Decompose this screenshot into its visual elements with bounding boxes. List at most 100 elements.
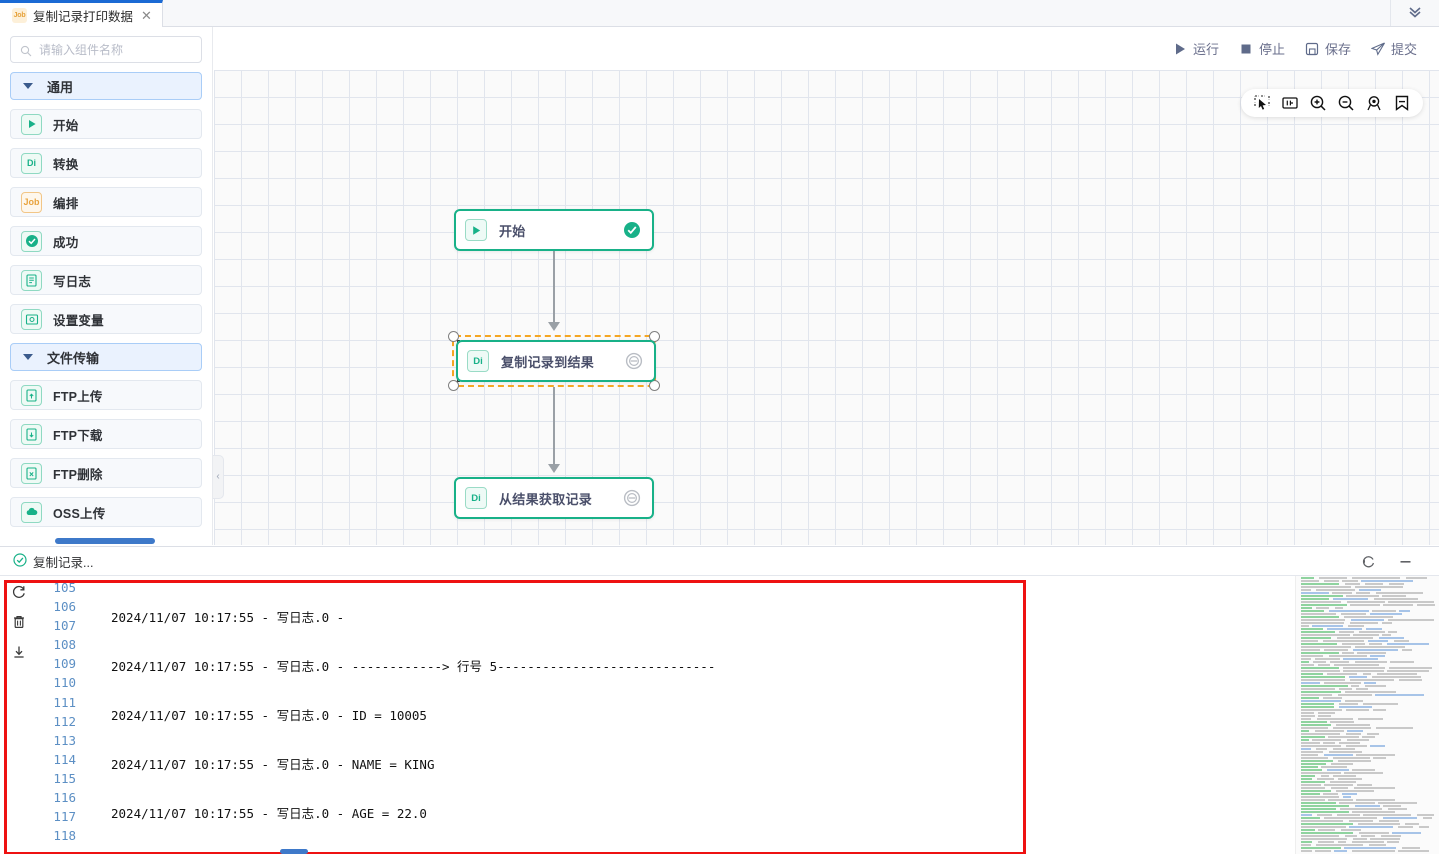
locate-icon[interactable] — [1365, 94, 1383, 112]
caret-down-icon — [23, 83, 33, 89]
minimap-row — [1301, 652, 1439, 654]
log-minimap[interactable] — [1295, 576, 1439, 854]
component-item-ftp-upload[interactable]: FTP上传 — [10, 380, 202, 410]
group-header-general[interactable]: 通用 — [10, 72, 202, 100]
tab-job-copy-record[interactable]: Job 复制记录打印数据 ✕ — [0, 0, 163, 27]
refresh-icon[interactable] — [11, 584, 27, 600]
flow-node-copy-record-to-result[interactable]: Di 复制记录到结果 — [456, 340, 656, 382]
zoom-in-icon[interactable] — [1309, 94, 1327, 112]
variable-icon — [21, 308, 42, 330]
minimap-row — [1301, 577, 1439, 579]
minimap-row — [1301, 766, 1439, 768]
bookmark-icon[interactable] — [1393, 94, 1411, 112]
minimap-row — [1301, 586, 1439, 588]
log-header-actions — [1361, 554, 1439, 569]
component-item-ftp-download[interactable]: FTP下载 — [10, 419, 202, 449]
close-icon[interactable]: ✕ — [141, 7, 152, 23]
flow-node-fetch-record-from-result[interactable]: Di 从结果获取记录 — [454, 477, 654, 519]
line-number: 113 — [53, 732, 76, 748]
oss-upload-icon — [21, 501, 42, 523]
minimap-row — [1301, 598, 1439, 600]
minimap-row — [1301, 760, 1439, 762]
sidebar-collapse-handle[interactable]: ‹ — [213, 455, 224, 499]
fit-screen-icon[interactable] — [1281, 94, 1299, 112]
minimap-row — [1301, 805, 1439, 807]
minimap-row — [1301, 769, 1439, 771]
component-item-orchestrate[interactable]: Job 编排 — [10, 187, 202, 217]
ftp-download-icon — [21, 423, 42, 445]
minimap-row — [1301, 613, 1439, 615]
send-icon — [1370, 41, 1385, 56]
minimize-icon[interactable] — [1398, 554, 1413, 569]
run-button[interactable]: 运行 — [1173, 39, 1219, 58]
log-viewer[interactable]: 105 106 107 108 109 110 111 112 113 114 … — [38, 576, 1439, 854]
status-disabled-icon — [623, 489, 641, 507]
select-marquee-icon[interactable] — [1253, 94, 1271, 112]
minimap-row — [1301, 682, 1439, 684]
component-item-transform[interactable]: Di 转换 — [10, 148, 202, 178]
minimap-row — [1301, 793, 1439, 795]
minimap-row — [1301, 784, 1439, 786]
component-item-success[interactable]: 成功 — [10, 226, 202, 256]
minimap-row — [1301, 811, 1439, 813]
minimap-row — [1301, 826, 1439, 828]
log-line-numbers: 105 106 107 108 109 110 111 112 113 114 … — [38, 576, 85, 854]
minimap-row — [1301, 706, 1439, 708]
di-icon: Di — [21, 152, 42, 174]
minimap-row — [1301, 673, 1439, 675]
log-side-actions — [0, 576, 38, 854]
group-header-file-transfer[interactable]: 文件传输 — [10, 343, 202, 371]
resize-handle-bl[interactable] — [448, 380, 459, 391]
log-panel: 复制记录... — [0, 546, 1439, 854]
minimap-row — [1301, 733, 1439, 735]
flow-canvas[interactable]: 开始 Di 复制记录到结果 — [214, 70, 1439, 545]
minimap-row — [1301, 625, 1439, 627]
resize-handle-br[interactable] — [649, 380, 660, 391]
line-number: 107 — [53, 618, 76, 634]
search-input[interactable]: 请输入组件名称 — [10, 36, 202, 63]
di-icon: Di — [465, 487, 487, 509]
refresh-icon[interactable] — [1361, 554, 1376, 569]
flow-node-start[interactable]: 开始 — [454, 209, 654, 251]
resize-handle-tl[interactable] — [448, 331, 459, 342]
save-label: 保存 — [1324, 42, 1351, 57]
zoom-out-icon[interactable] — [1337, 94, 1355, 112]
minimap-row — [1301, 721, 1439, 723]
minimap-row — [1301, 697, 1439, 699]
log-horizontal-scrollbar[interactable] — [280, 849, 308, 854]
minimap-row — [1301, 718, 1439, 720]
log-panel-header: 复制记录... — [0, 547, 1439, 576]
log-line: 2024/11/07 10:17:55 - 写日志.0 - NAME = KIN… — [111, 757, 435, 773]
component-sidebar: 请输入组件名称 通用 开始 Di 转换 Job 编排 — [0, 27, 213, 545]
di-icon: Di — [467, 350, 489, 372]
download-icon[interactable] — [11, 644, 27, 660]
trash-icon[interactable] — [11, 614, 27, 630]
component-item-set-variable[interactable]: 设置变量 — [10, 304, 202, 334]
log-tab-copy-record[interactable]: 复制记录... — [0, 547, 106, 576]
submit-button[interactable]: 提交 — [1370, 39, 1417, 58]
chevrons-down-icon[interactable] — [1407, 5, 1423, 21]
component-item-oss-upload[interactable]: OSS上传 — [10, 497, 202, 527]
tab-title: 复制记录打印数据 — [33, 9, 134, 24]
play-icon — [1173, 42, 1187, 56]
line-number: 112 — [53, 713, 76, 729]
component-item-start[interactable]: 开始 — [10, 109, 202, 139]
search-icon — [20, 44, 32, 56]
caret-down-icon — [23, 354, 33, 360]
sidebar-horizontal-scrollbar[interactable] — [0, 538, 212, 545]
component-label: FTP上传 — [53, 389, 103, 404]
submit-label: 提交 — [1390, 42, 1417, 57]
component-item-write-log[interactable]: 写日志 — [10, 265, 202, 295]
component-item-ftp-delete[interactable]: FTP删除 — [10, 458, 202, 488]
line-number: 111 — [53, 694, 76, 710]
minimap-row — [1301, 802, 1439, 804]
minimap-row — [1301, 772, 1439, 774]
minimap-row — [1301, 817, 1439, 819]
component-label: 开始 — [53, 118, 79, 133]
save-button[interactable]: 保存 — [1305, 39, 1351, 58]
stop-button[interactable]: 停止 — [1239, 39, 1285, 58]
minimap-row — [1301, 667, 1439, 669]
component-label: 写日志 — [53, 274, 92, 289]
line-number: 105 — [53, 580, 76, 595]
